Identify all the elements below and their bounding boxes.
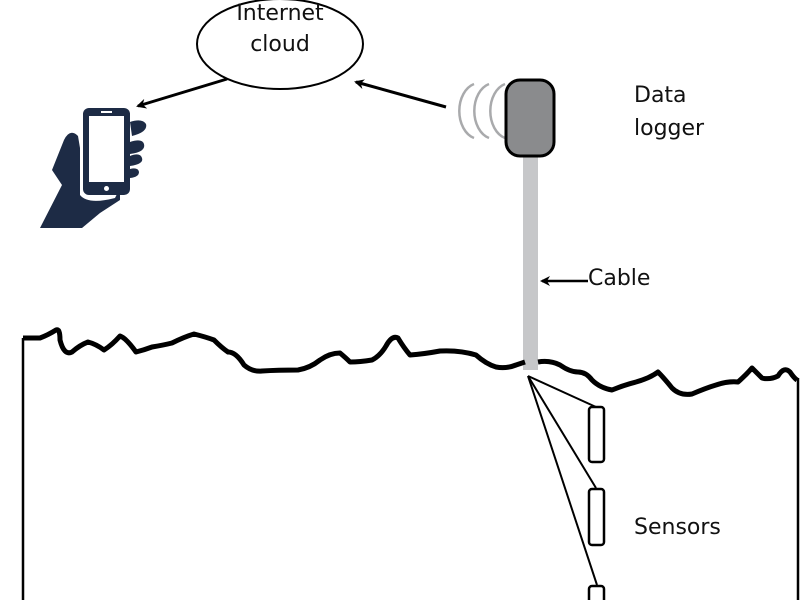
arrow-logger-to-cloud bbox=[354, 79, 447, 109]
cloud-label-line2: cloud bbox=[250, 32, 310, 57]
smartphone-hand-icon bbox=[40, 108, 147, 228]
cable-label: Cable bbox=[588, 266, 650, 291]
data-logger-label-line1: Data bbox=[634, 83, 687, 108]
phone-screen bbox=[89, 116, 124, 182]
data-logger-label-line2: logger bbox=[634, 116, 705, 141]
cloud-label-line1: Internet bbox=[236, 1, 324, 26]
arrow-cloud-to-phone bbox=[136, 77, 228, 109]
wireless-signal-icon bbox=[458, 82, 506, 140]
sensor-3 bbox=[587, 584, 606, 600]
cable-pole bbox=[523, 152, 538, 370]
data-logger-box bbox=[504, 78, 556, 158]
cloud-ellipse bbox=[196, 0, 364, 90]
sensor-wires bbox=[527, 375, 598, 586]
sensor-1 bbox=[587, 405, 606, 464]
sensor-2 bbox=[587, 487, 606, 547]
internet-cloud-node: Internet cloud bbox=[196, 0, 364, 90]
ground-surface-line bbox=[23, 327, 799, 397]
sensors-label: Sensors bbox=[634, 515, 721, 540]
